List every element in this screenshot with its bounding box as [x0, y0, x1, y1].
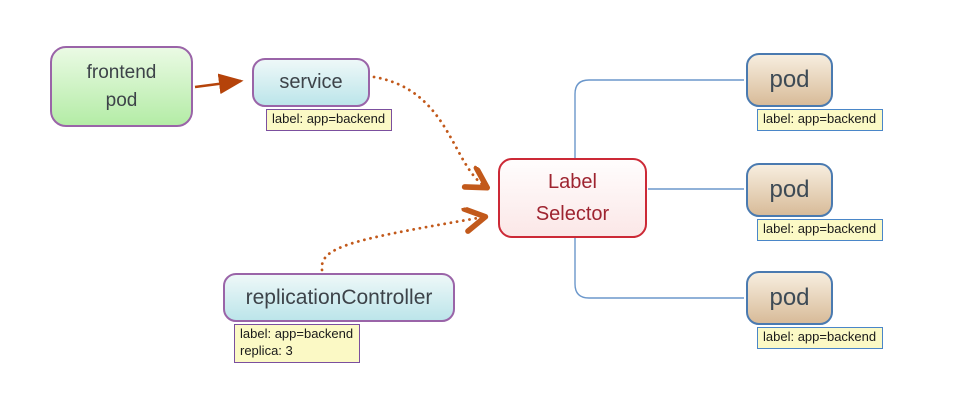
pod-1-label-tag: label: app=backend	[757, 109, 884, 131]
pod-node-2: pod	[746, 163, 833, 217]
dotted-arrow-rc-to-selector	[320, 217, 484, 272]
service-label: service	[279, 71, 343, 93]
frontend-pod-label-line2: pod	[105, 89, 138, 111]
rc-tag-line1: label: app=backend	[240, 326, 354, 341]
label-selector-line2: Selector	[535, 203, 610, 225]
frontend-pod-node: frontend pod	[50, 46, 193, 127]
label-selector-line1: Label	[548, 171, 597, 193]
pod-node-1: pod	[746, 53, 833, 107]
label-selector-node: Label Selector	[498, 158, 647, 238]
replication-controller-node: replicationController	[223, 273, 455, 322]
connector-selector-pod1	[574, 79, 744, 158]
pod-3-label-tag: label: app=backend	[757, 327, 884, 349]
arrow-frontend-to-service	[194, 73, 244, 95]
frontend-pod-label-line1: frontend	[86, 61, 157, 83]
replication-controller-label: replicationController	[245, 285, 433, 309]
pod-1-label: pod	[769, 66, 810, 93]
pod-node-3: pod	[746, 271, 833, 325]
pod-2-label: pod	[769, 176, 810, 203]
service-node: service	[252, 58, 370, 107]
pod-2-label-tag: label: app=backend	[757, 219, 884, 241]
replication-controller-tag: label: app=backend replica: 3	[234, 324, 361, 363]
connector-selector-pod3	[574, 238, 744, 299]
rc-tag-line2: replica: 3	[240, 342, 293, 358]
dotted-arrow-service-to-selector	[372, 75, 486, 187]
service-label-tag: label: app=backend	[266, 109, 393, 131]
pod-3-label: pod	[769, 284, 810, 311]
